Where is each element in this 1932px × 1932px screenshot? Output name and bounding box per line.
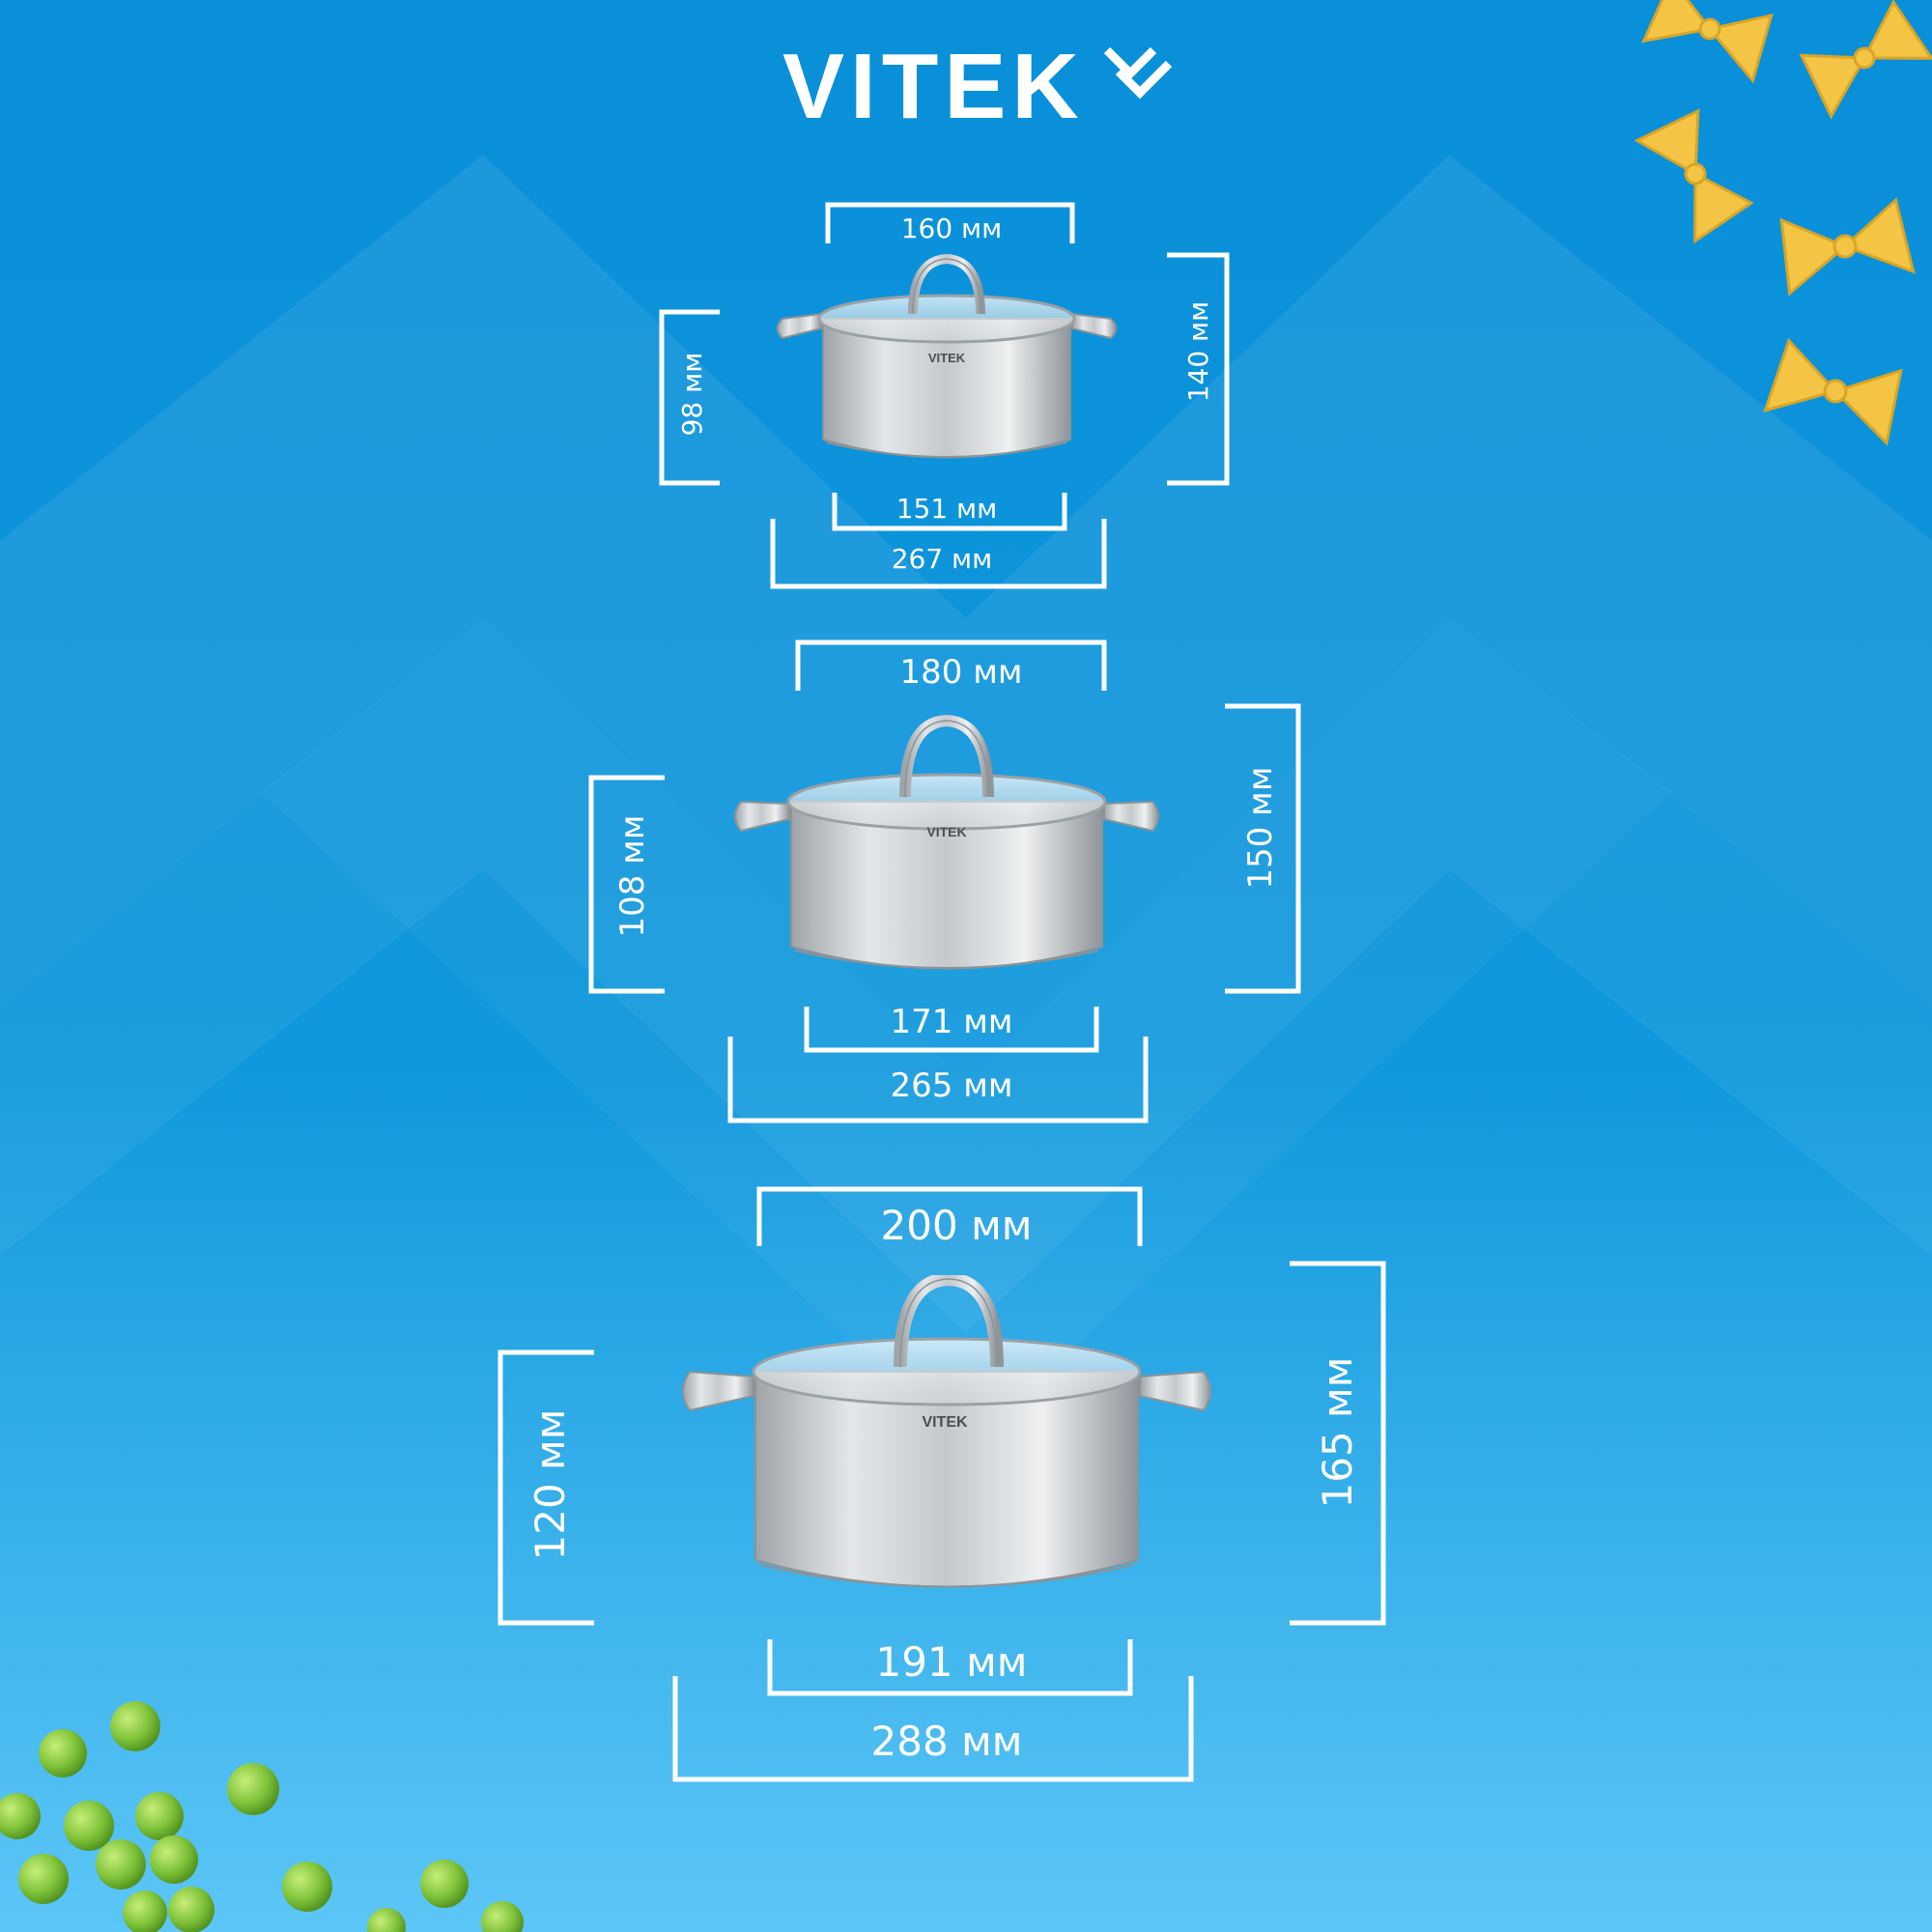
pot-large: VITEK xyxy=(682,1275,1211,1588)
pot3-top-dimension: 200 мм xyxy=(880,1202,1033,1249)
pot2-top-bracket xyxy=(795,639,1107,691)
pot2-left-dimension: 108 мм xyxy=(613,814,652,938)
pot3-right-dimension: 165 мм xyxy=(1314,1356,1361,1509)
brand-name: VITEK xyxy=(782,35,1085,138)
pot2-left-bracket xyxy=(588,775,665,994)
pot1-left-bracket xyxy=(659,309,720,486)
pot3-left-bracket xyxy=(497,1350,594,1626)
pot-medium: VITEK xyxy=(734,714,1159,970)
pot2-right-bracket xyxy=(1225,703,1301,994)
pot2-bottom-dimension: 171 мм xyxy=(890,1003,1013,1041)
pot2-top-dimension: 180 мм xyxy=(899,653,1023,692)
pot3-right-bracket xyxy=(1290,1261,1386,1626)
pot3-brand-label: VITEK xyxy=(922,1414,968,1431)
pot1-overall-dimension: 267 мм xyxy=(891,543,993,575)
farfalle-pasta-decoration xyxy=(1634,0,1932,446)
pot1-right-dimension: 140 мм xyxy=(1182,300,1214,403)
pot2-overall-bracket xyxy=(727,1037,1149,1123)
pot1-top-bracket xyxy=(825,202,1075,243)
pot3-bottom-dimension: 191 мм xyxy=(875,1638,1028,1686)
pot1-overall-bracket xyxy=(770,519,1107,589)
pot1-right-bracket xyxy=(1167,252,1230,486)
pot2-bottom-bracket xyxy=(804,1007,1099,1053)
pot2-right-dimension: 150 мм xyxy=(1241,766,1280,890)
pot2-brand-label: VITEK xyxy=(926,824,966,839)
brand-check-icon xyxy=(1103,46,1173,99)
pot1-bottom-bracket xyxy=(832,493,1067,531)
pot3-top-bracket xyxy=(756,1186,1143,1246)
pot3-bottom-bracket xyxy=(767,1639,1133,1696)
pot3-overall-dimension: 288 мм xyxy=(870,1718,1023,1765)
green-peas-decoration xyxy=(0,1701,524,1932)
background-chevrons xyxy=(0,155,1932,1449)
pot2-overall-dimension: 265 мм xyxy=(890,1066,1013,1105)
pot1-left-dimension: 98 мм xyxy=(676,352,708,437)
pot3-left-dimension: 120 мм xyxy=(526,1408,574,1561)
pot-small: VITEK xyxy=(777,253,1117,459)
pot3-overall-bracket xyxy=(672,1676,1194,1782)
brand-logo: VITEK xyxy=(782,39,1179,135)
pot1-bottom-dimension: 151 мм xyxy=(895,493,998,525)
pot1-top-dimension: 160 мм xyxy=(900,213,1003,244)
pot1-brand-label: VITEK xyxy=(928,351,966,365)
